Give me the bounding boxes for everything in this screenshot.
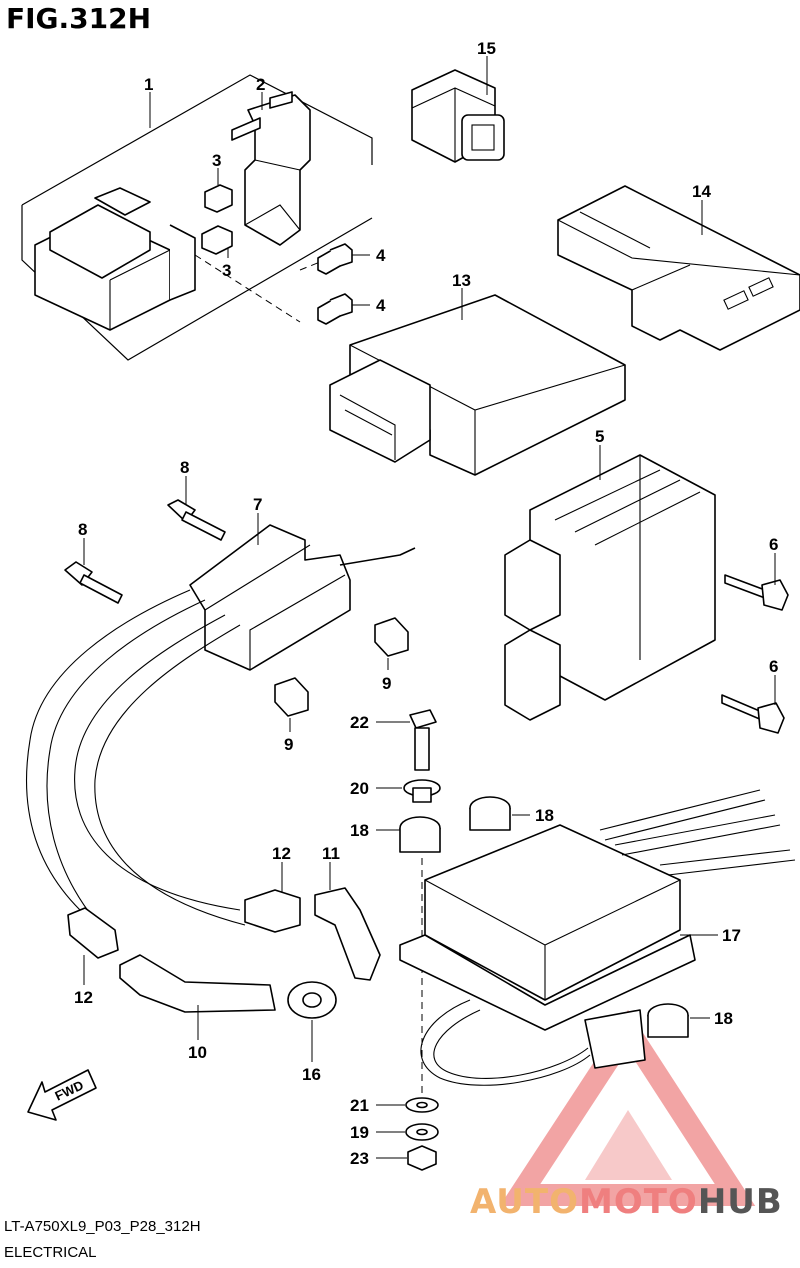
watermark-logo: AUTOMOTOHUB (470, 1182, 783, 1222)
bolt-6-lower[interactable] (721, 694, 785, 734)
ecm-13[interactable] (329, 294, 626, 476)
callout-11: 11 (322, 844, 340, 863)
callout-6-upper: 6 (769, 535, 778, 554)
callout-13: 13 (452, 271, 471, 290)
section-name: ELECTRICAL (4, 1244, 97, 1261)
callout-6-lower: 6 (769, 657, 778, 676)
callout-12-lower: 12 (74, 988, 93, 1007)
collar-20[interactable] (403, 779, 441, 803)
ignition-coil-7[interactable] (189, 524, 416, 671)
fuse-upper[interactable] (204, 184, 233, 213)
callout-8-upper: 8 (180, 458, 189, 477)
plug-boot-12-upper[interactable] (244, 889, 301, 933)
watermark-text-auto: AUTO (470, 1182, 579, 1222)
sleeve-9-lower[interactable] (274, 677, 309, 717)
callout-1: 1 (144, 75, 153, 94)
callout-2: 2 (256, 75, 265, 94)
callout-9-upper: 9 (382, 674, 391, 693)
callout-19: 19 (350, 1123, 369, 1142)
callout-17: 17 (722, 926, 741, 945)
ht-leads (25, 589, 246, 926)
grommet-18-left[interactable] (399, 816, 441, 853)
grommet-18-right-bottom[interactable] (647, 1003, 689, 1038)
callout-18-right-top: 18 (535, 806, 554, 825)
callout-3-lower: 3 (222, 261, 231, 280)
connector-15[interactable] (411, 69, 505, 163)
plug-boot-12-lower[interactable] (67, 907, 119, 959)
relay-cover[interactable] (231, 91, 311, 246)
callout-4-lower: 4 (376, 296, 386, 315)
callout-9-lower: 9 (284, 735, 293, 754)
washer-16[interactable] (287, 981, 337, 1019)
bolt-6-upper[interactable] (724, 574, 789, 611)
plug-cap-11[interactable] (314, 887, 381, 981)
callout-22: 22 (350, 713, 369, 732)
nut-23[interactable] (407, 1145, 437, 1171)
callout-20: 20 (350, 779, 369, 798)
watermark-triangle (499, 1009, 756, 1206)
callout-7: 7 (253, 495, 262, 514)
callout-18-left: 18 (350, 821, 369, 840)
callout-labels: 1 2 3 3 4 4 15 14 13 5 6 6 7 8 8 9 9 22 … (74, 39, 778, 1168)
regulator-5[interactable] (504, 454, 716, 721)
watermark-text-moto: MOTO (578, 1182, 698, 1222)
callout-16: 16 (302, 1065, 321, 1084)
fuse-lower[interactable] (201, 225, 233, 255)
callout-8-lower: 8 (78, 520, 87, 539)
bracket-14[interactable] (557, 185, 800, 351)
sleeve-9-upper[interactable] (374, 617, 409, 657)
plug-cap-10[interactable] (119, 954, 276, 1013)
relay-assembly[interactable] (34, 187, 196, 331)
fwd-arrow: FWD (27, 1069, 97, 1121)
callout-5: 5 (595, 427, 604, 446)
callout-12-upper: 12 (272, 844, 291, 863)
figure-code: LT-A750XL9_P03_P28_312H (4, 1218, 201, 1235)
callout-18-right-bottom: 18 (714, 1009, 733, 1028)
callout-21: 21 (350, 1096, 369, 1115)
bolt-8-lower[interactable] (64, 561, 123, 604)
bolt-22[interactable] (409, 709, 437, 771)
callout-15: 15 (477, 39, 496, 58)
screw-lower[interactable] (317, 293, 353, 325)
grommet-18-right-top[interactable] (469, 796, 511, 831)
watermark-text-hub: HUB (697, 1182, 783, 1222)
washer-21[interactable] (405, 1097, 439, 1113)
callout-4-upper: 4 (376, 246, 386, 265)
callout-10: 10 (188, 1043, 207, 1062)
leader-lines (83, 56, 776, 1159)
screw-upper[interactable] (317, 243, 353, 275)
callout-23: 23 (350, 1149, 369, 1168)
bolt-8-upper[interactable] (167, 499, 226, 541)
callout-3-upper: 3 (212, 151, 221, 170)
callout-14: 14 (692, 182, 711, 201)
washer-19[interactable] (405, 1123, 439, 1141)
control-unit-17[interactable] (399, 789, 796, 1086)
figure-title: FIG.312H (6, 2, 152, 35)
